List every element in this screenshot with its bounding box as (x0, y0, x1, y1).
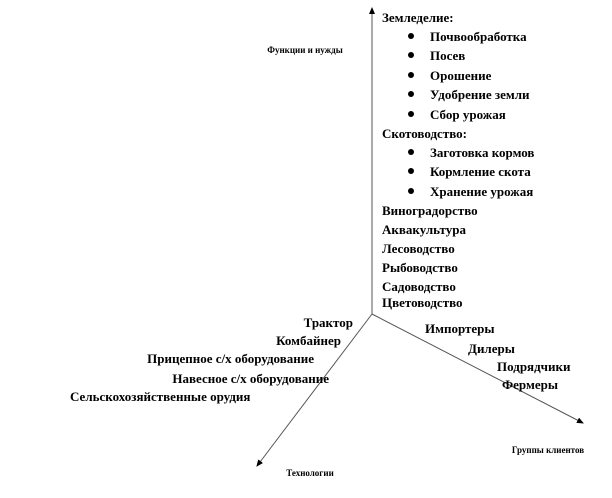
technologies-axis (256, 313, 373, 467)
farming-heading: Земледелие: (382, 10, 454, 25)
farming-item: Посев (430, 48, 466, 63)
bullet-icon (408, 91, 414, 97)
function-item: Лесоводство (382, 241, 455, 256)
function-item: Виноградорство (382, 203, 478, 218)
functions-axis-label: Функции и нужды (267, 45, 343, 55)
livestock-item: Кормление скота (430, 164, 531, 179)
bullet-icon (408, 33, 414, 39)
livestock-heading: Скотоводство: (382, 126, 467, 141)
bullet-icon (408, 188, 414, 194)
livestock-item: Заготовка кормов (430, 145, 535, 160)
farming-item: Сбор урожая (430, 107, 506, 122)
farming-item: Удобрение земли (430, 87, 530, 102)
technology-item: Навесное с/х оборудование (172, 371, 329, 386)
farming-item: Орошение (430, 68, 492, 83)
customer-item: Фермеры (502, 377, 558, 392)
bullet-icon (408, 149, 414, 155)
customers-axis-label: Группы клиентов (511, 445, 585, 455)
bullet-icon (408, 72, 414, 78)
function-item: Рыбоводство (382, 260, 458, 275)
function-item: Аквакультура (382, 222, 466, 237)
customer-item: Дилеры (468, 341, 515, 356)
technologies-axis-label: Технологии (286, 468, 334, 478)
function-item: Садоводство (382, 279, 456, 294)
function-item: Цветоводство (382, 295, 463, 310)
bullet-icon (408, 111, 414, 117)
livestock-item: Хранение урожая (430, 184, 534, 199)
technology-item: Трактор (303, 315, 353, 330)
customers-axis (371, 313, 584, 424)
customer-item: Импортеры (425, 321, 495, 336)
bullet-icon (408, 168, 414, 174)
customer-item: Подрядчики (497, 359, 571, 374)
technology-item: Комбайнер (276, 333, 341, 348)
technology-item: Сельскохозяйственные орудия (70, 389, 251, 404)
farming-item: Почвообработка (430, 29, 527, 44)
technology-item: Прицепное с/х оборудование (147, 351, 314, 366)
bullet-icon (408, 52, 414, 58)
